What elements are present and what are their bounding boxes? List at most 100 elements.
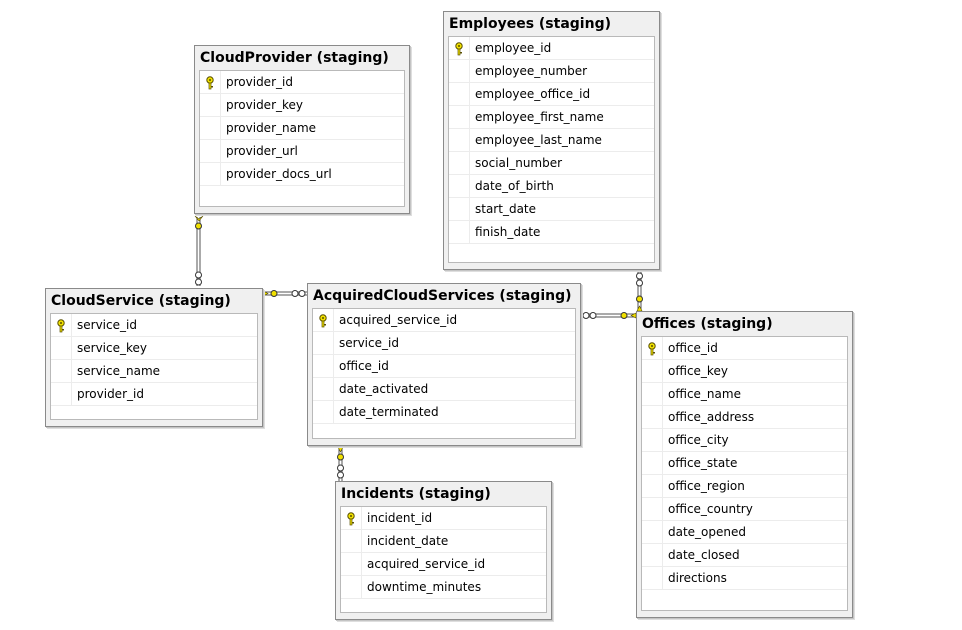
column-row[interactable]: downtime_minutes <box>341 576 546 599</box>
column-row[interactable]: date_activated <box>313 378 575 401</box>
primary-key-icon <box>453 41 465 56</box>
column-name: office_city <box>668 433 729 447</box>
column-row[interactable]: employee_first_name <box>449 106 654 129</box>
column-name: provider_url <box>226 144 298 158</box>
table-acquiredcloudservices[interactable]: AcquiredCloudServices (staging) acquired… <box>307 283 581 446</box>
column-row[interactable]: office_name <box>642 383 847 406</box>
row-selector <box>449 106 470 128</box>
column-row[interactable]: employee_last_name <box>449 129 654 152</box>
column-name: employee_number <box>475 64 588 78</box>
column-name: acquired_service_id <box>339 313 458 327</box>
column-row[interactable]: employee_number <box>449 60 654 83</box>
primary-key-icon <box>345 511 357 526</box>
column-row[interactable]: office_country <box>642 498 847 521</box>
relationship-employees-offices[interactable] <box>636 270 643 312</box>
column-row[interactable]: date_of_birth <box>449 175 654 198</box>
row-selector <box>200 117 221 139</box>
column-row[interactable]: date_terminated <box>313 401 575 424</box>
column-row[interactable]: date_closed <box>642 544 847 567</box>
column-name: office_region <box>668 479 745 493</box>
table-title[interactable]: CloudProvider (staging) <box>200 50 389 66</box>
column-name: office_id <box>339 359 389 373</box>
column-row[interactable]: employee_office_id <box>449 83 654 106</box>
column-row[interactable]: provider_name <box>200 117 404 140</box>
column-row[interactable]: office_state <box>642 452 847 475</box>
column-row[interactable]: office_id <box>313 355 575 378</box>
row-selector <box>51 337 72 359</box>
table-title[interactable]: Employees (staging) <box>449 16 611 32</box>
column-name: acquired_service_id <box>367 557 486 571</box>
row-selector <box>642 383 663 405</box>
row-selector <box>642 475 663 497</box>
row-selector <box>642 429 663 451</box>
column-name: provider_name <box>226 121 317 135</box>
row-selector <box>341 507 362 529</box>
table-title[interactable]: Offices (staging) <box>642 316 773 332</box>
column-row[interactable]: directions <box>642 567 847 590</box>
column-row[interactable]: provider_url <box>200 140 404 163</box>
column-row[interactable]: service_id <box>51 314 257 337</box>
column-name: date_terminated <box>339 405 439 419</box>
column-row[interactable]: service_id <box>313 332 575 355</box>
relationship-acquired-offices[interactable] <box>581 312 637 319</box>
column-row[interactable]: date_opened <box>642 521 847 544</box>
column-row[interactable]: social_number <box>449 152 654 175</box>
column-row[interactable]: acquired_service_id <box>341 553 546 576</box>
column-row[interactable]: incident_date <box>341 530 546 553</box>
column-row[interactable]: finish_date <box>449 221 654 244</box>
row-selector <box>313 378 334 400</box>
table-title[interactable]: AcquiredCloudServices (staging) <box>313 288 572 304</box>
column-row[interactable]: acquired_service_id <box>313 309 575 332</box>
row-selector <box>313 309 334 331</box>
table-title[interactable]: Incidents (staging) <box>341 486 491 502</box>
column-row[interactable]: provider_key <box>200 94 404 117</box>
column-name: service_name <box>77 364 161 378</box>
relationship-cloudservice-cloudprovider[interactable] <box>194 215 204 286</box>
column-list: employee_id employee_number employee_offic… <box>448 36 655 263</box>
column-row[interactable]: office_region <box>642 475 847 498</box>
row-selector <box>642 452 663 474</box>
column-row[interactable]: office_key <box>642 360 847 383</box>
column-row[interactable]: office_id <box>642 337 847 360</box>
column-name: provider_id <box>226 75 293 89</box>
column-name: office_key <box>668 364 728 378</box>
key-end-icon <box>194 215 204 222</box>
row-selector <box>642 406 663 428</box>
column-row[interactable]: provider_id <box>51 383 257 406</box>
column-name: employee_office_id <box>475 87 591 101</box>
column-name: employee_id <box>475 41 552 55</box>
column-row[interactable]: employee_id <box>449 37 654 60</box>
row-selector <box>51 383 72 405</box>
column-row[interactable]: office_city <box>642 429 847 452</box>
row-selector <box>341 553 362 575</box>
table-title[interactable]: CloudService (staging) <box>51 293 231 309</box>
column-name: provider_key <box>226 98 304 112</box>
row-selector <box>200 140 221 162</box>
row-selector <box>449 83 470 105</box>
column-row[interactable]: office_address <box>642 406 847 429</box>
row-selector <box>51 360 72 382</box>
column-row[interactable]: provider_id <box>200 71 404 94</box>
relationship-incidents-acquired[interactable] <box>337 446 344 481</box>
row-selector <box>200 163 221 185</box>
column-row[interactable]: service_name <box>51 360 257 383</box>
column-row[interactable]: start_date <box>449 198 654 221</box>
column-row[interactable]: provider_docs_url <box>200 163 404 186</box>
column-row[interactable]: incident_id <box>341 507 546 530</box>
row-selector <box>449 221 470 243</box>
relationship-acquired-cloudservice[interactable] <box>262 290 307 297</box>
column-name: service_key <box>77 341 147 355</box>
column-row[interactable]: service_key <box>51 337 257 360</box>
row-selector <box>200 94 221 116</box>
